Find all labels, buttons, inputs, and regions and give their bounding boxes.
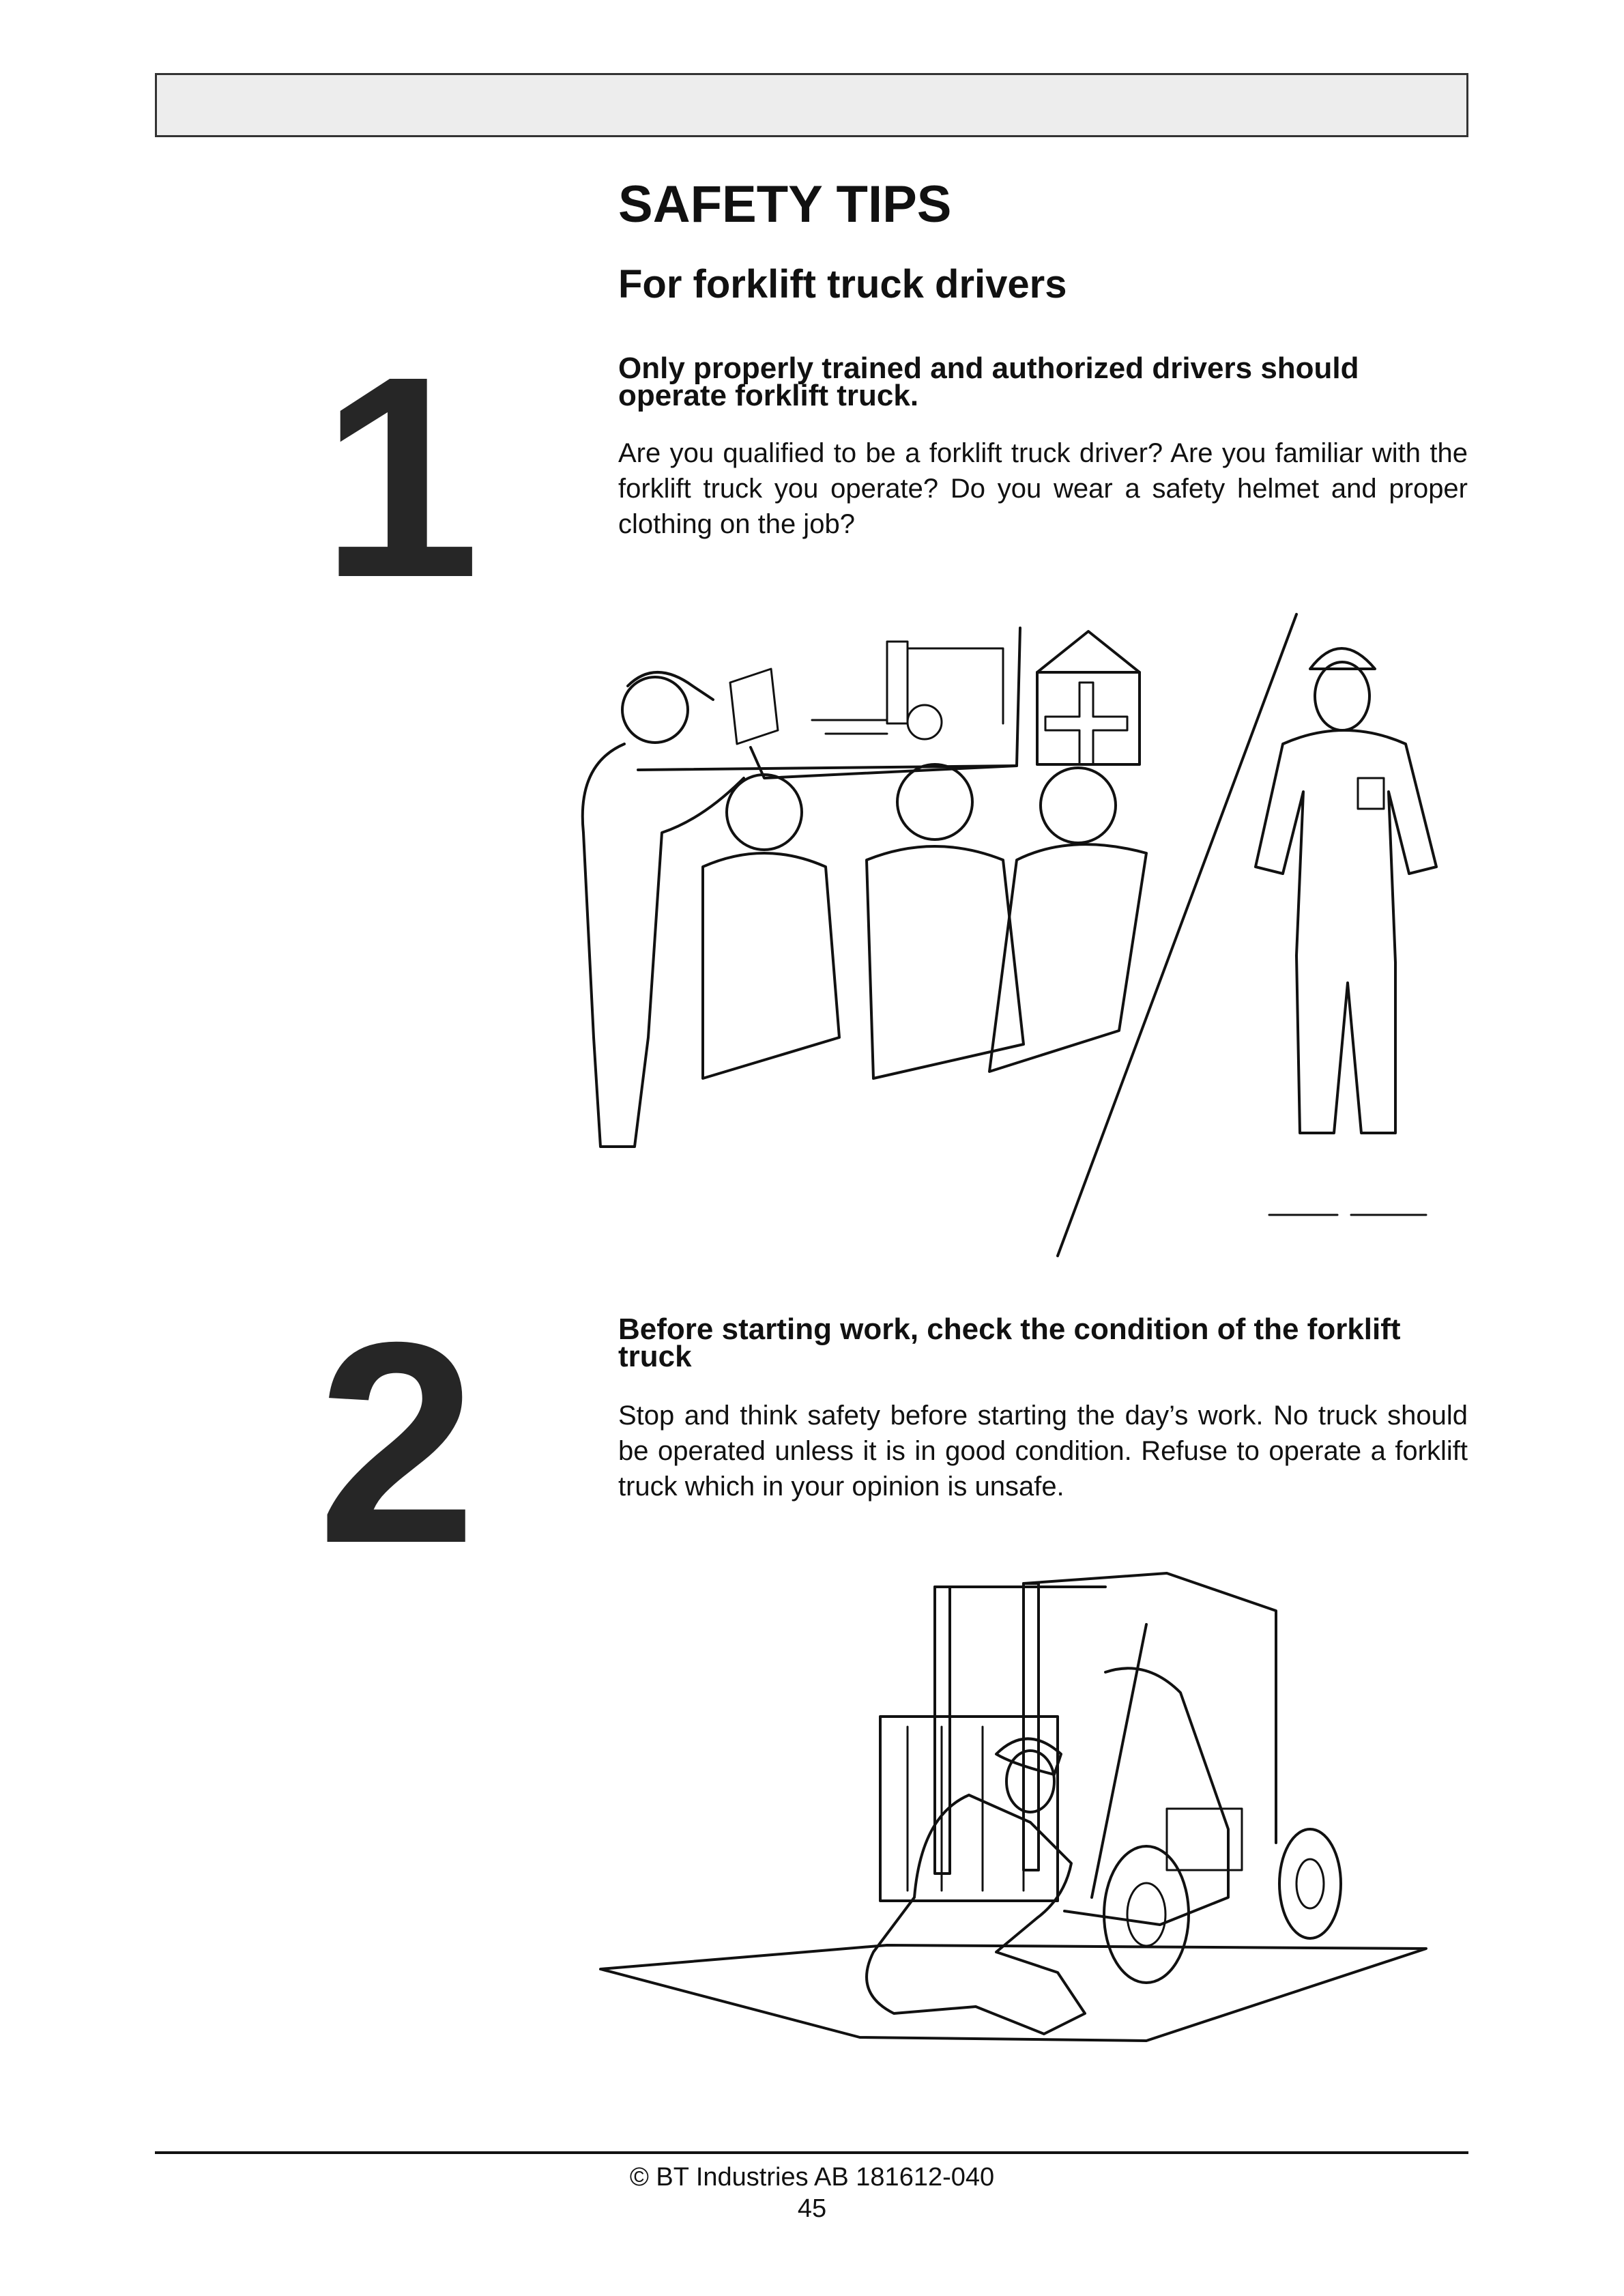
page-title: SAFETY TIPS	[618, 175, 952, 233]
training-illustration	[566, 607, 1467, 1263]
inspection-illustration-icon	[599, 1572, 1427, 2042]
tip-number-1: 1	[321, 317, 480, 637]
tip-heading-1: Only properly trained and authorized dri…	[618, 351, 1359, 412]
training-illustration-icon	[581, 613, 1438, 1257]
page-number: 45	[797, 2194, 827, 2223]
inspection-illustration	[587, 1570, 1447, 2061]
tip-body-1: Are you qualified to be a forklift truck…	[618, 438, 1468, 539]
footer-copyright: © BT Industries AB 181612-040	[629, 2163, 995, 2192]
tip-heading-2: Before starting work, check the conditio…	[618, 1312, 1401, 1373]
tip-body-2: Stop and think safety before starting th…	[618, 1401, 1468, 1502]
tip-number-2: 2	[317, 1283, 477, 1603]
page-subtitle: For forklift truck drivers	[618, 262, 1067, 306]
footer-rule	[155, 2151, 1468, 2154]
header-bar	[155, 73, 1468, 137]
